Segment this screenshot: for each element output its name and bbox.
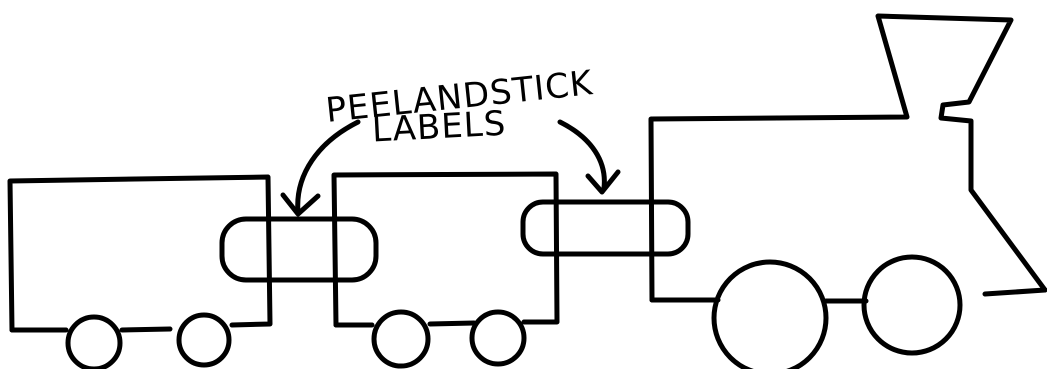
rear-car-wheel-left xyxy=(65,314,123,369)
middle-car xyxy=(331,171,560,369)
right-arrow xyxy=(557,119,621,195)
rear-car-wheel-right xyxy=(176,312,232,368)
locomotive-wheel-left xyxy=(711,259,829,369)
rear-car xyxy=(7,174,273,369)
locomotive xyxy=(648,13,1047,369)
middle-car-wheel-right xyxy=(469,309,527,367)
locomotive-wheel-right xyxy=(861,254,963,356)
peel-and-stick-label-right xyxy=(520,199,691,257)
peel-and-stick-label-left xyxy=(219,216,379,283)
left-arrow xyxy=(280,119,361,217)
annotation-line-2: LABELS xyxy=(371,104,507,151)
middle-car-wheel-left xyxy=(371,309,431,369)
